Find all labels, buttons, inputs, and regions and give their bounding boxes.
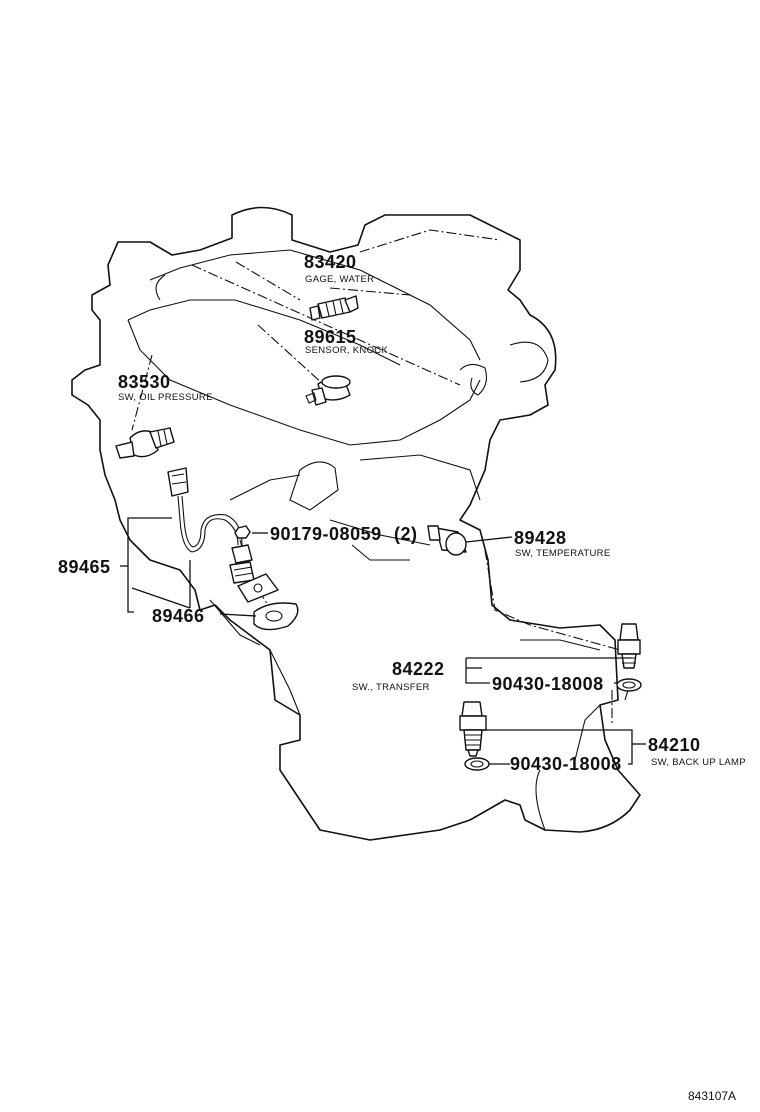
leader-lines bbox=[120, 517, 646, 765]
part-desc-84210: SW, BACK UP LAMP bbox=[651, 757, 746, 768]
part-qty-90179: (2) bbox=[394, 524, 418, 544]
part-number-83530: 83530 bbox=[118, 372, 171, 392]
part-desc-83420: GAGE, WATER bbox=[305, 274, 374, 285]
part-desc-83530: SW, OIL PRESSURE bbox=[118, 392, 213, 403]
part-number-89465: 89465 bbox=[58, 557, 111, 577]
part-number-89466: 89466 bbox=[152, 606, 205, 626]
engine-block-outline bbox=[71, 206, 641, 841]
part-number-84210: 84210 bbox=[648, 735, 701, 755]
knock-sensor-part[interactable] bbox=[305, 375, 351, 406]
label-90430-upper[interactable]: 90430-18008 bbox=[492, 674, 604, 694]
part-number-83420: 83420 bbox=[304, 252, 357, 272]
label-84222[interactable]: 84222 SW., TRANSFER bbox=[352, 659, 445, 693]
label-89615[interactable]: 89615 SENSOR, KNOCK bbox=[304, 327, 388, 356]
gasket-part[interactable] bbox=[253, 602, 299, 631]
part-desc-89615: SENSOR, KNOCK bbox=[305, 345, 388, 356]
label-89465[interactable]: 89465 bbox=[58, 557, 111, 577]
label-90179[interactable]: 90179-08059 (2) bbox=[270, 524, 418, 544]
part-number-89615: 89615 bbox=[304, 327, 357, 347]
transfer-switch-part[interactable] bbox=[617, 623, 641, 669]
label-83420[interactable]: 83420 GAGE, WATER bbox=[304, 252, 374, 285]
part-number-89428: 89428 bbox=[514, 528, 567, 548]
temperature-switch-part[interactable] bbox=[427, 525, 467, 556]
part-number-84222: 84222 bbox=[392, 659, 445, 679]
label-90430-lower[interactable]: 90430-18008 bbox=[510, 754, 622, 774]
part-desc-89428: SW, TEMPERATURE bbox=[515, 548, 610, 559]
diagram-code: 843107A bbox=[688, 1089, 736, 1103]
label-84210[interactable]: 84210 SW, BACK UP LAMP bbox=[648, 735, 746, 768]
water-gage-part[interactable] bbox=[309, 295, 359, 321]
label-89466[interactable]: 89466 bbox=[152, 606, 205, 626]
label-83530[interactable]: 83530 SW, OIL PRESSURE bbox=[118, 372, 213, 403]
nut-part[interactable] bbox=[234, 525, 251, 539]
part-desc-84222: SW., TRANSFER bbox=[352, 682, 430, 693]
back-up-lamp-switch-part[interactable] bbox=[459, 701, 487, 757]
part-number-90430-upper: 90430-18008 bbox=[492, 674, 604, 694]
gasket-upper-part[interactable] bbox=[616, 678, 642, 692]
oil-pressure-switch-part[interactable] bbox=[115, 427, 175, 459]
part-number-90430-lower: 90430-18008 bbox=[510, 754, 622, 774]
label-89428[interactable]: 89428 SW, TEMPERATURE bbox=[514, 528, 610, 559]
part-number-90179: 90179-08059 bbox=[270, 524, 382, 544]
oxygen-sensor-part[interactable] bbox=[167, 467, 279, 603]
center-lines bbox=[131, 229, 629, 725]
gasket-lower-part[interactable] bbox=[464, 757, 490, 771]
